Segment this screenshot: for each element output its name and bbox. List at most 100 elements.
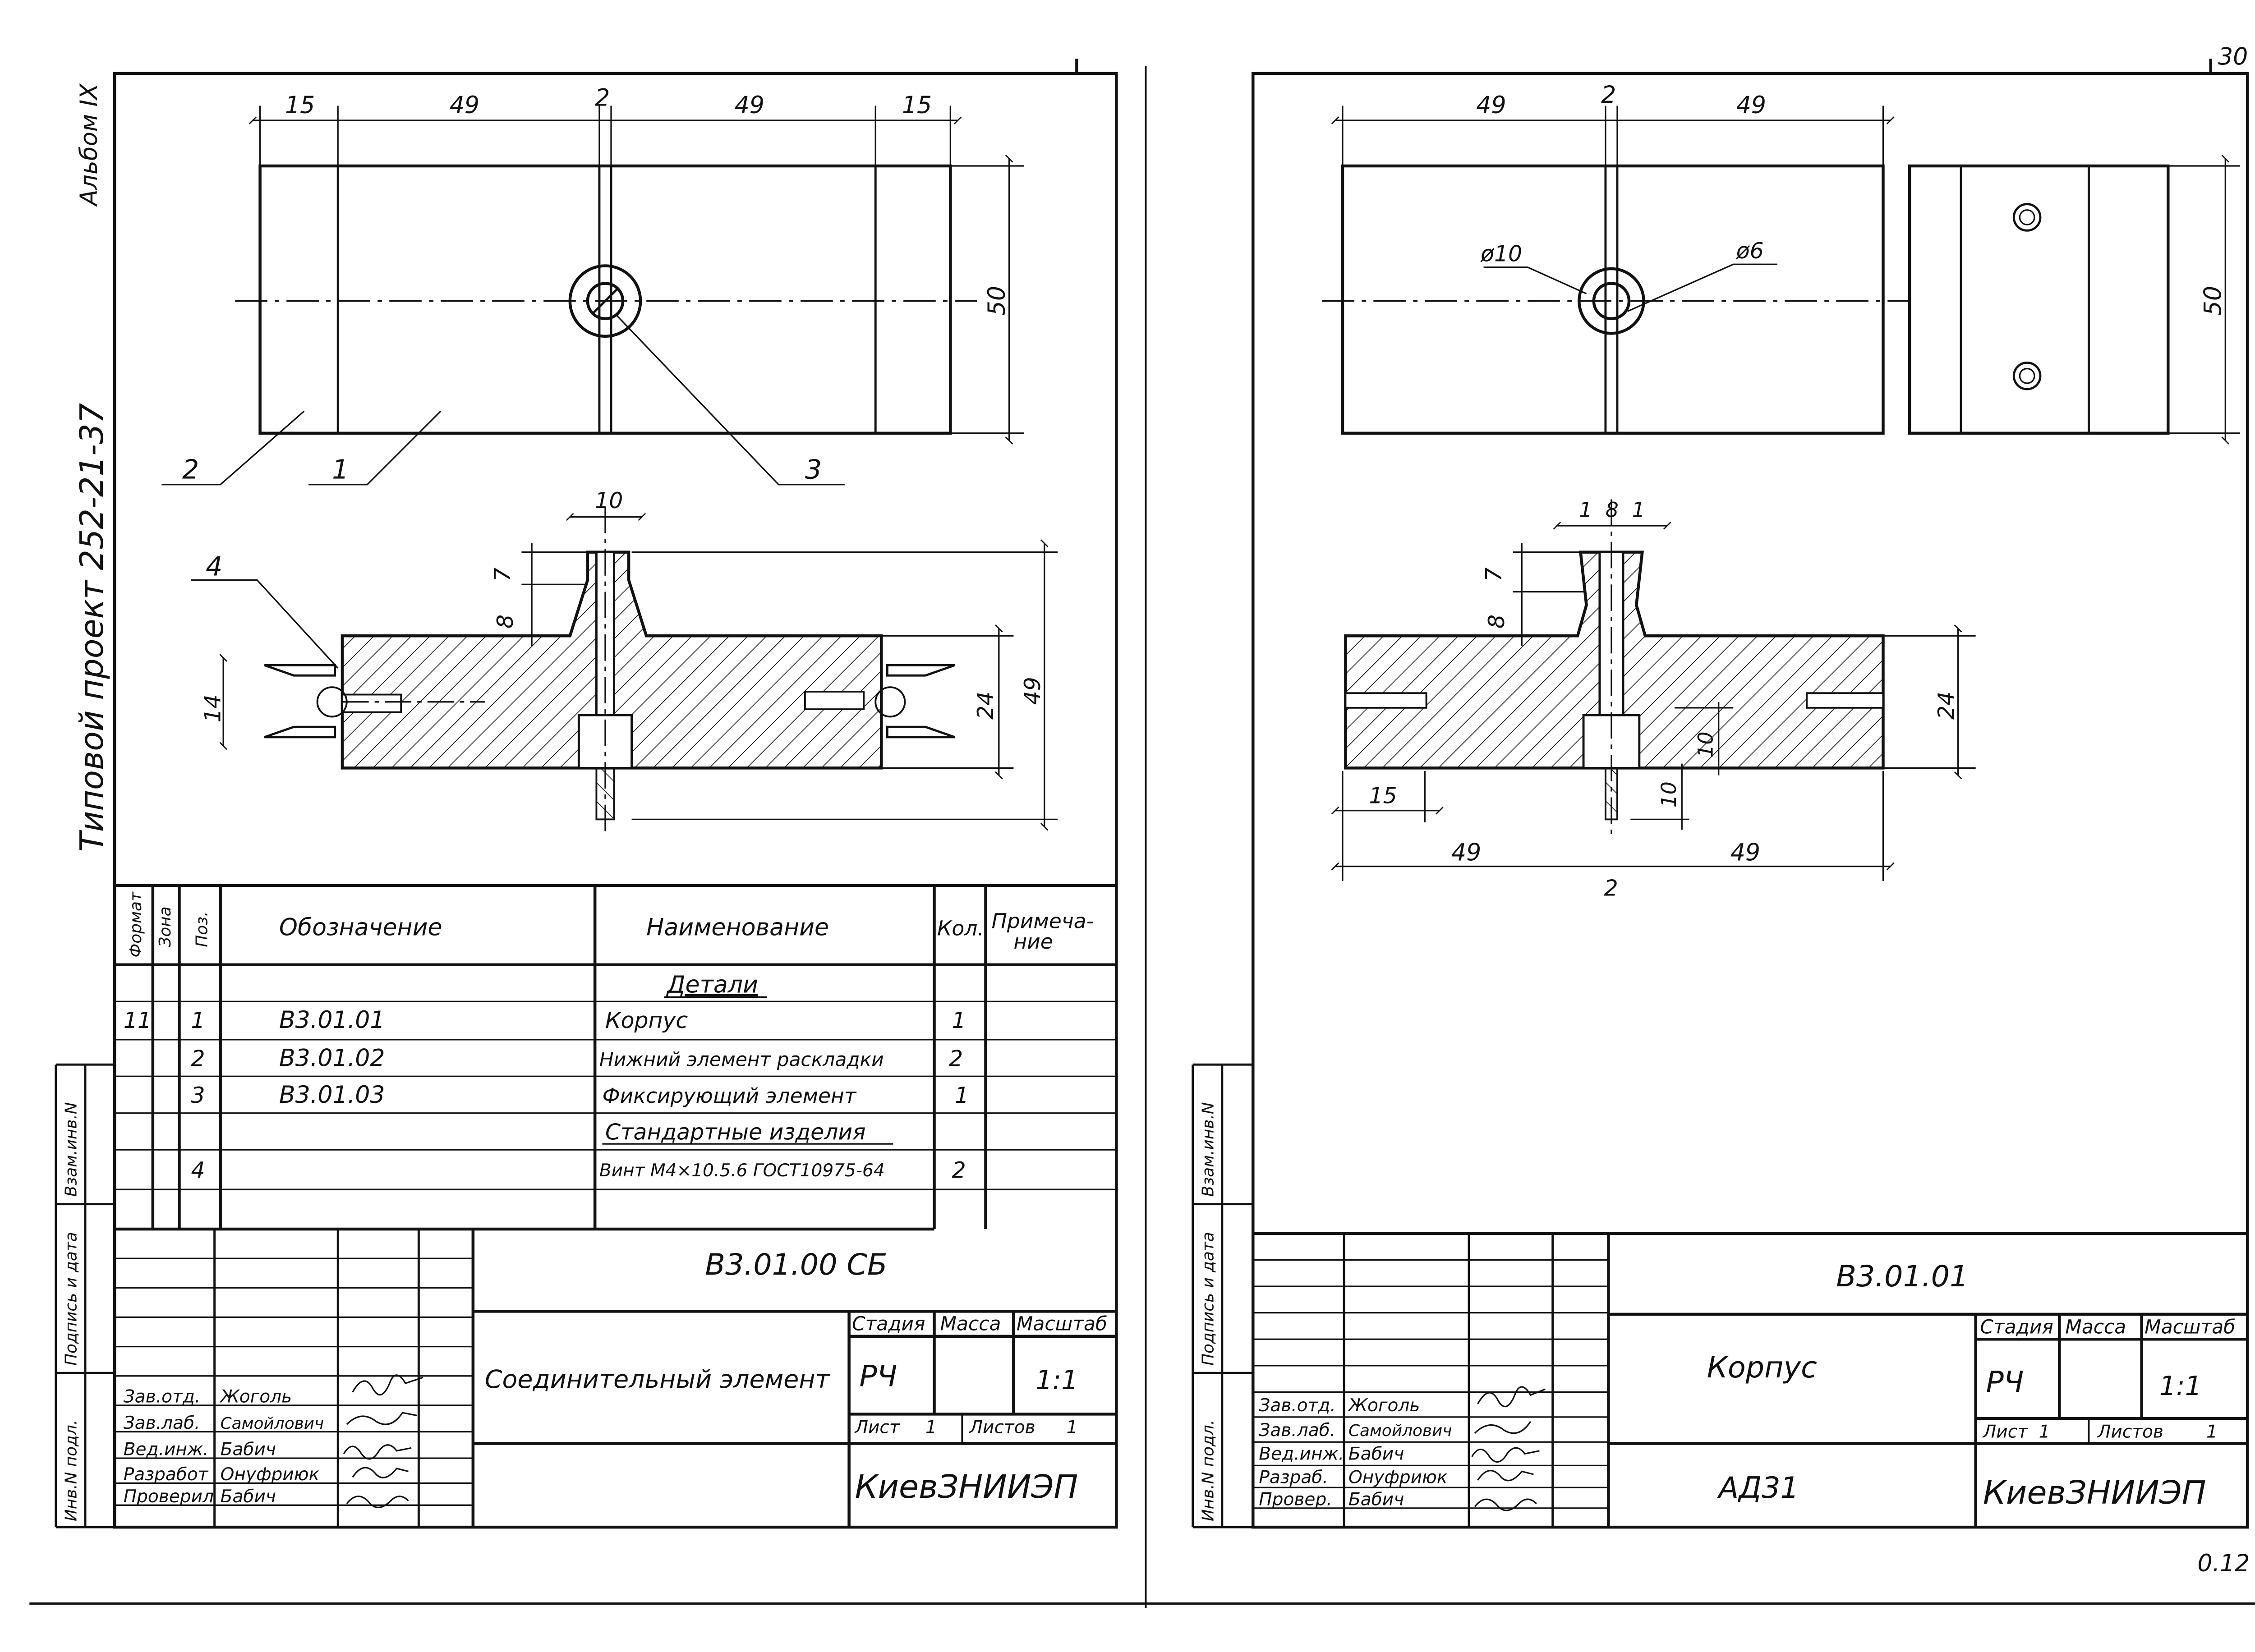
col-format: Формат [127,891,145,957]
person-name-1: Жоголь [220,1386,292,1407]
right-title-block: В3.01.01 Корпус АД31 Стадия Масса Масшта… [1253,1232,2248,1528]
r-person-role-5: Провер. [1259,1489,1332,1510]
row2-designation: В3.01.02 [279,1045,385,1072]
r-person-name-3: Бабич [1348,1444,1404,1464]
left-spec-table: Формат Зона Поз. Обозначение Наименовани… [115,884,1117,1231]
r-stamp-mass-label: Масса [2065,1316,2126,1338]
dim-r-sec-10b: 10 [1657,781,1681,808]
dim-height-50: 50 [984,286,1011,316]
right-frame [1251,72,2249,1529]
person-role-3: Вед.инж. [124,1440,209,1460]
dim-r-sec-1b: 1 [1632,498,1645,522]
r-stamp-sheets-label: Листов [2097,1422,2163,1442]
r-person-role-1: Зав.отд. [1259,1395,1336,1416]
col-pos: Поз. [193,911,211,947]
row4-pos: 4 [191,1157,205,1183]
dim-r-height-50: 50 [2200,286,2227,316]
col-zone: Зона [156,906,175,947]
stamp-sheet-label: Лист [854,1418,900,1438]
dim-r-bot-2: 2 [1604,876,1618,901]
stamp-stage-label: Стадия [852,1313,925,1335]
person-name-3: Бабич [221,1440,276,1460]
dim-r-bot-49a: 49 [1451,840,1481,867]
dim-section-24: 24 [973,692,999,720]
row1-format: 11 [124,1008,152,1033]
col-designation: Обозначение [279,914,442,941]
r-person-role-4: Разраб. [1259,1467,1328,1487]
dim-section-8: 8 [492,615,518,629]
row4-qty: 2 [952,1157,966,1183]
dim-r-bot-49b: 49 [1730,840,1760,867]
dim-r-top-49b: 49 [1736,92,1766,119]
dim-r-top-49a: 49 [1476,92,1506,119]
dim-top-15a: 15 [285,92,315,119]
r-stamp-title: Корпус [1707,1351,1817,1385]
project-label: Типовой проект 252-21-37 [73,403,110,852]
left-title-block: В3.01.00 СБ Соединительный элемент Стади… [113,1229,1117,1528]
person-role-2: Зав.лаб. [124,1413,200,1433]
stamp-title: Соединительный элемент [485,1365,831,1394]
r-person-name-5: Бабич [1348,1489,1404,1510]
r-stamp-stage: РЧ [1986,1366,2024,1400]
col-qty: Кол. [937,917,984,941]
dim-r-top-2: 2 [1601,82,1616,109]
row1-qty: 1 [952,1008,966,1033]
stamp-sheets: 1 [1067,1418,1078,1438]
dim-dia-6: ø6 [1736,238,1764,264]
dim-r-sec-24: 24 [1933,692,1959,720]
row3-designation: В3.01.03 [279,1082,385,1109]
right-sheet: Инв.N подл. Подпись и дата Взам.инв.N ø1… [1192,59,2249,1529]
album-label: Альбом IX [76,83,103,207]
r-person-name-1: Жоголь [1348,1395,1420,1416]
dim-top-2: 2 [595,84,610,111]
stamp-scale-label: Масштаб [1017,1313,1107,1335]
dim-r-sec-1a: 1 [1579,498,1592,522]
r-stamp-sheets: 1 [2206,1422,2218,1442]
r-stamp-sheet-label: Лист [1982,1422,2028,1442]
callout-4: 4 [206,551,222,582]
dim-section-49: 49 [1020,677,1045,705]
left-plan-view [235,164,977,435]
dim-dia-10: ø10 [1480,241,1522,267]
section-std: Стандартные изделия [605,1119,866,1145]
person-role-1: Зав.отд. [124,1386,201,1407]
left-side-columns: Инв.N подл. Подпись и дата Взам.инв.N [55,1063,115,1528]
callout-3: 3 [805,454,822,485]
dim-r-sec-15: 15 [1369,783,1397,809]
row1-pos: 1 [191,1008,205,1033]
dim-top-15b: 15 [902,92,932,119]
left-frame [113,72,1118,1529]
right-top-dimensions: 49 2 49 [1331,82,1895,166]
dim-section-10: 10 [595,488,623,514]
right-section-view: 1 8 1 7 8 24 10 10 15 49 49 2 [1331,498,1976,901]
dim-r-sec-8b: 8 [1484,615,1509,629]
r-person-name-2: Самойлович [1348,1422,1452,1440]
r-stamp-scale: 1:1 [2159,1371,2202,1401]
side-label-inv-podl-r: Инв.N подл. [1199,1420,1217,1521]
row3-name: Фиксирующий элемент [602,1084,856,1108]
row1-name: Корпус [605,1008,688,1033]
left-sheet: Инв.N подл. Подпись и дата Взам.инв.N [55,59,1118,1529]
r-person-role-2: Зав.лаб. [1259,1420,1335,1441]
col-note: Примеча- [992,909,1094,933]
right-side-columns: Инв.N подл. Подпись и дата Взам.инв.N [1192,1063,1253,1528]
dim-r-sec-7: 7 [1481,568,1507,582]
r-stamp-scale-label: Масштаб [2145,1316,2235,1338]
row2-name: Нижний элемент раскладки [599,1049,884,1071]
row3-pos: 3 [191,1083,205,1108]
r-stamp-org: КиевЗНИИЭП [1983,1473,2206,1511]
r-signatures [1471,1386,1546,1511]
callout-2: 2 [182,454,199,485]
right-plan-view: ø10 ø6 [1322,164,1910,435]
r-stamp-sheet: 1 [2039,1422,2050,1442]
r-person-name-4: Онуфриюк [1348,1467,1448,1487]
margin-annotations: Альбом IX Типовой проект 252-21-37 30 0.… [29,43,2255,1608]
person-role-5: Проверил [124,1487,214,1507]
person-role-4: Разработ [124,1464,209,1485]
r-person-role-3: Вед.инж. [1259,1444,1344,1464]
dim-r-sec-8: 8 [1606,498,1619,522]
dim-top-49b: 49 [735,92,764,119]
side-label-vzam-r: Взам.инв.N [1199,1102,1217,1197]
r-stamp-code: В3.01.01 [1836,1260,1968,1294]
